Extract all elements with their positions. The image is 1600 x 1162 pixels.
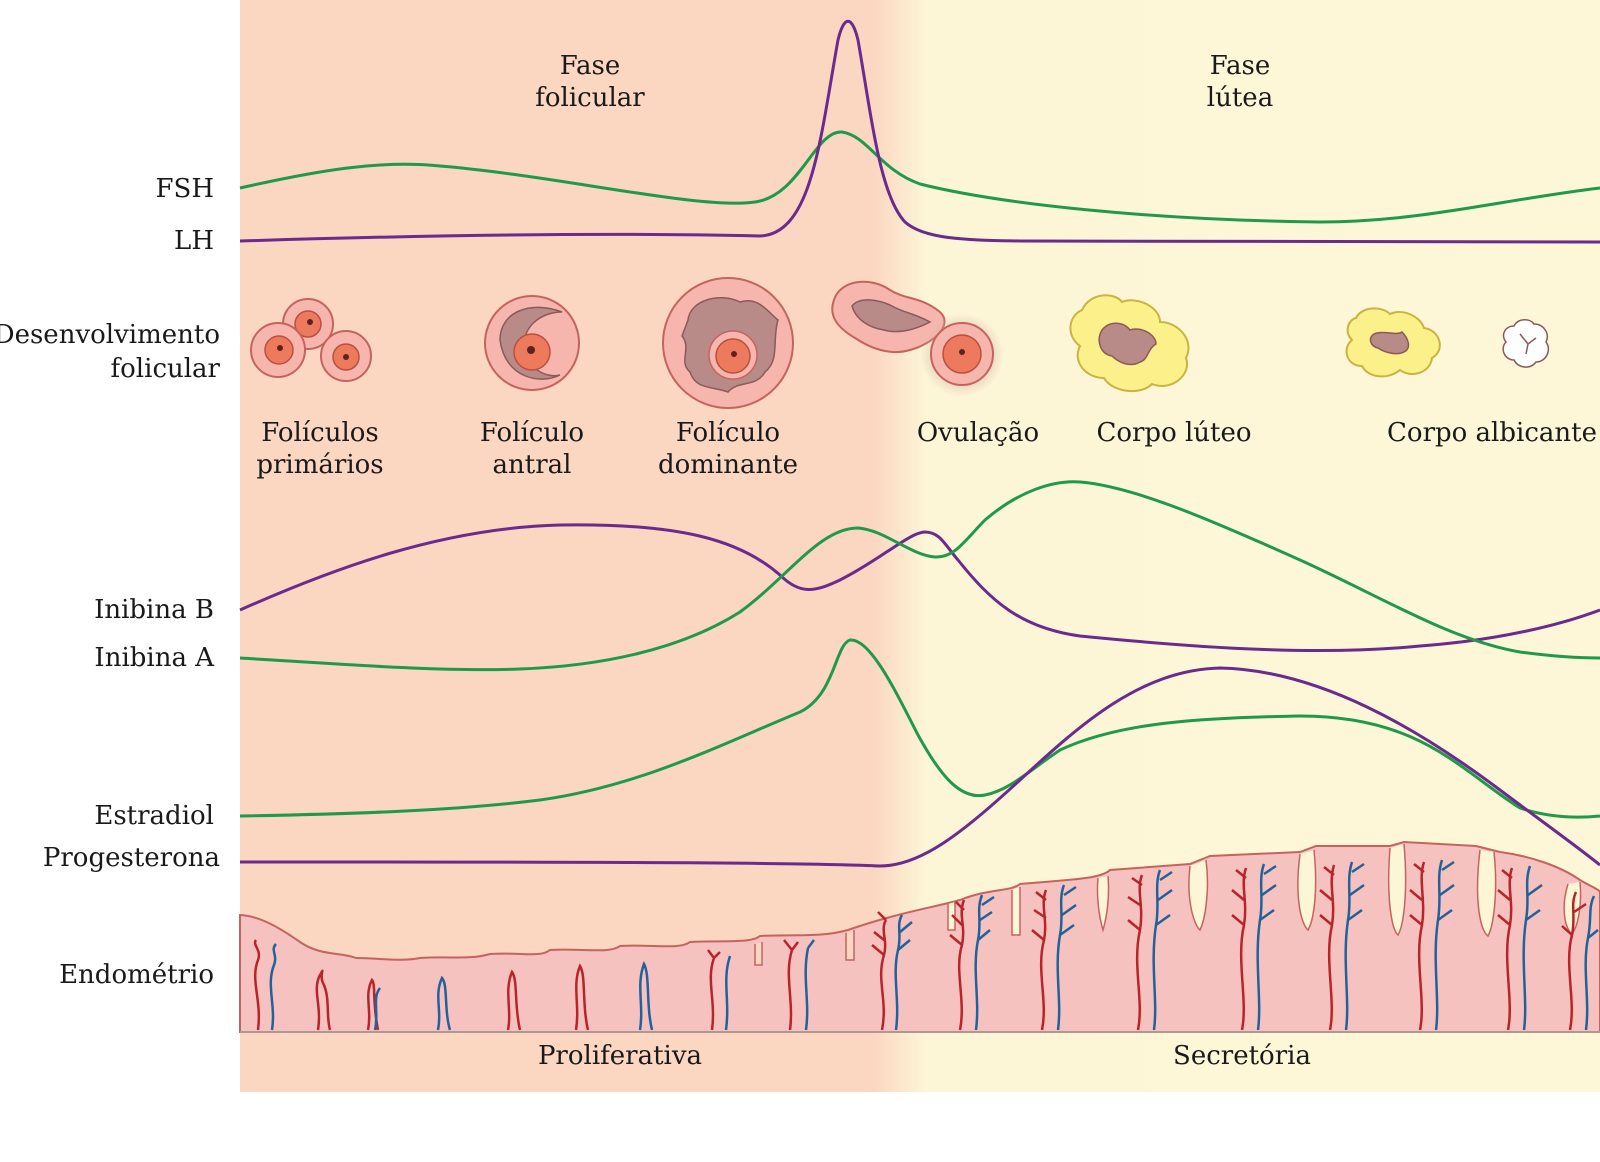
stage-label-corpus-albicans: Corpo albicante: [1387, 418, 1597, 448]
stage-label-ovulation: Ovulação: [917, 418, 1039, 448]
dominant-follicle-icon: [662, 277, 794, 409]
fsh-curve: [239, 130, 1600, 224]
ovulation-icon: [831, 280, 1004, 397]
fsh-label: FSH: [155, 174, 214, 204]
endometrium-tissue: [239, 840, 1600, 1033]
secretory-label: Secretória: [1173, 1041, 1311, 1071]
inhibin-b-label: Inibina B: [94, 595, 214, 625]
proliferative-label: Proliferativa: [538, 1041, 702, 1071]
estradiol-curve: [239, 638, 1600, 819]
inhibin-a-curve: [239, 480, 1600, 672]
progesterone-curve: [239, 666, 1600, 868]
endometrium-illustration: [239, 840, 1600, 1033]
corpus-albicans-icon: [1345, 307, 1550, 378]
lh-label: LH: [174, 226, 214, 256]
estradiol-label: Estradiol: [94, 801, 214, 831]
corpus-luteum-icon: [1069, 294, 1190, 393]
antral-follicle-icon: [484, 295, 580, 391]
endometrium-label: Endométrio: [59, 960, 214, 990]
primary-follicles-icon: [250, 298, 372, 382]
progesterone-label: Progesterona: [43, 843, 220, 873]
inhibin-b-curve: [239, 523, 1600, 653]
lh-curve: [239, 19, 1600, 244]
inhibin-a-label: Inibina A: [94, 643, 215, 673]
stage-label-corpus-luteum: Corpo lúteo: [1096, 418, 1251, 448]
